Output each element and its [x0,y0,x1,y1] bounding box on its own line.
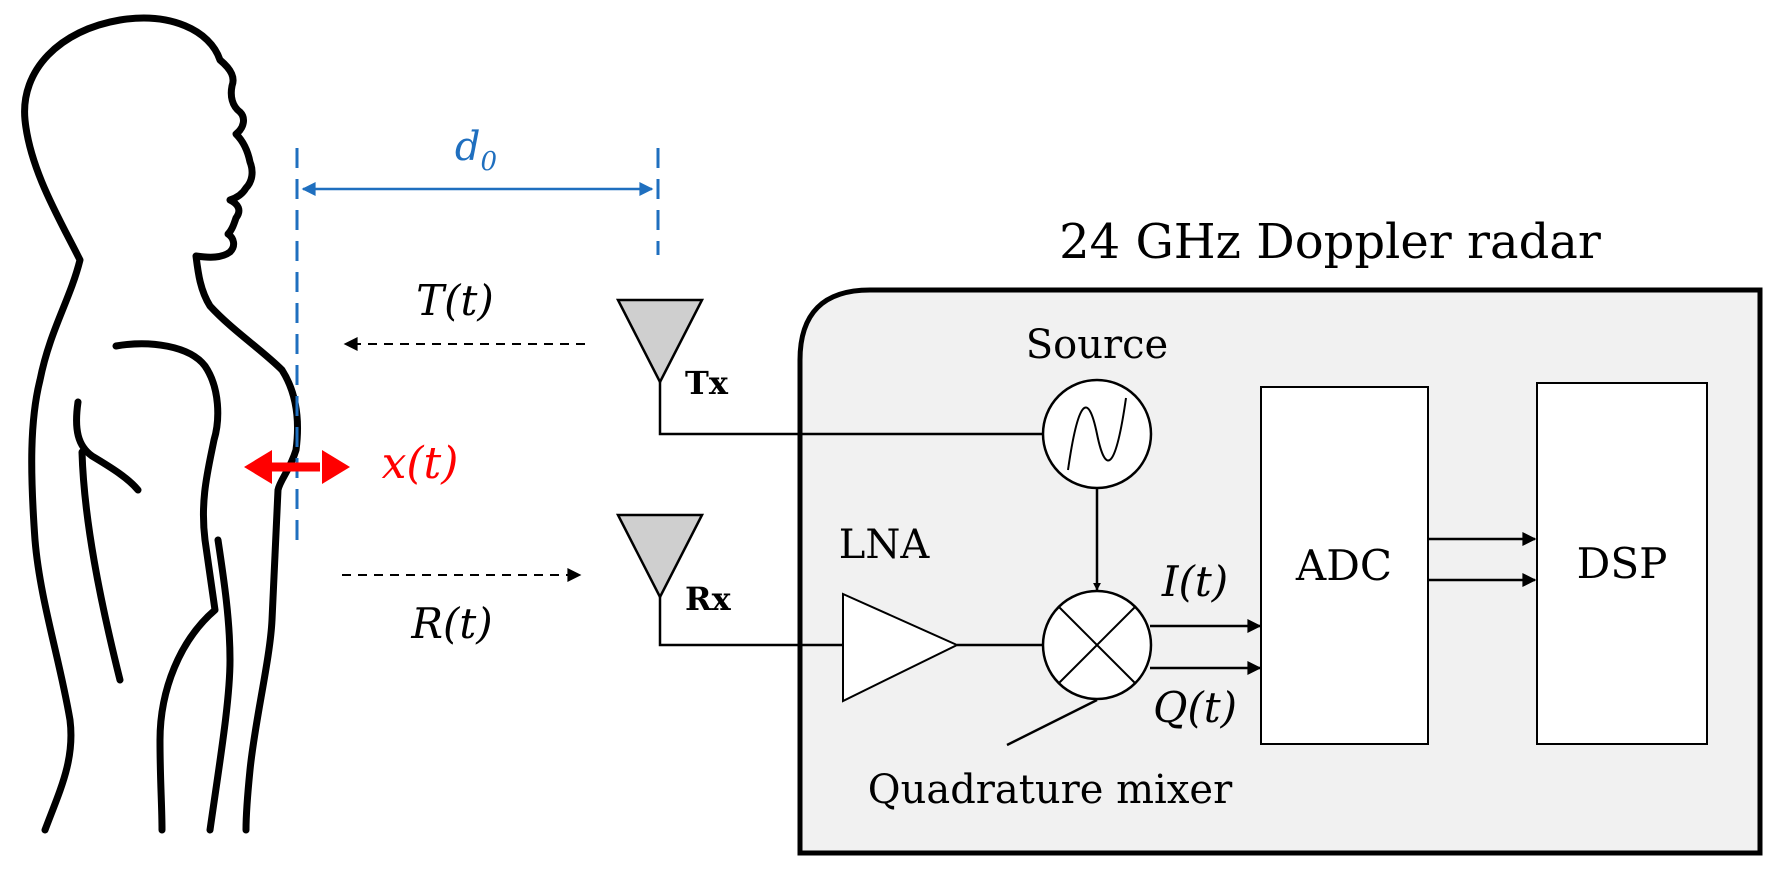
head-and-back-outline [21,14,301,834]
source-label: Source [1026,322,1168,368]
arm-outline [112,340,222,834]
tx-signal: T(t) [343,276,585,351]
human-figure [21,14,301,834]
wiring [658,382,1537,747]
tx-feed-line [658,382,1043,436]
mixer-label: Quadrature mixer [868,767,1233,813]
rx-antenna: Rx [615,513,732,618]
radar-title: 24 GHz Doppler radar [1059,214,1601,270]
displacement-arrow-right-head [322,450,350,484]
rx-feed-line [658,597,843,647]
rx-antenna-label: Rx [685,580,732,618]
chest-line [73,398,142,494]
tx-antenna: Tx [615,298,729,402]
rx-antenna-icon [615,513,705,600]
dsp-block: DSP [1536,382,1708,745]
amplifier-icon [842,592,960,703]
displacement-label: x(t) [382,438,459,489]
displacement-arrow-left-head [244,450,272,484]
tx-signal-label: T(t) [416,276,494,325]
adc-block: ADC [1260,386,1429,745]
rx-signal: R(t) [342,568,582,648]
q-channel-label: Q(t) [1153,683,1237,732]
distance-label: d0 [455,124,497,177]
sine-wave-icon [1067,397,1127,471]
mixer-label-leader [1006,698,1098,747]
tx-antenna-icon [615,298,705,385]
i-channel-label: I(t) [1161,557,1228,606]
rx-signal-label: R(t) [410,599,492,648]
tx-antenna-label: Tx [685,364,729,402]
adc-label: ADC [1295,541,1392,590]
lna-label: LNA [839,522,931,568]
belly-line [78,448,124,684]
front-leg-line [206,536,234,834]
distance-indicator: d0 [295,124,660,540]
dsp-label: DSP [1577,539,1668,588]
lna: LNA [839,522,960,703]
displacement-indicator: x(t) [244,438,458,489]
source-oscillator: Source [1026,322,1168,490]
quadrature-mixer: Quadrature mixer [868,589,1233,813]
